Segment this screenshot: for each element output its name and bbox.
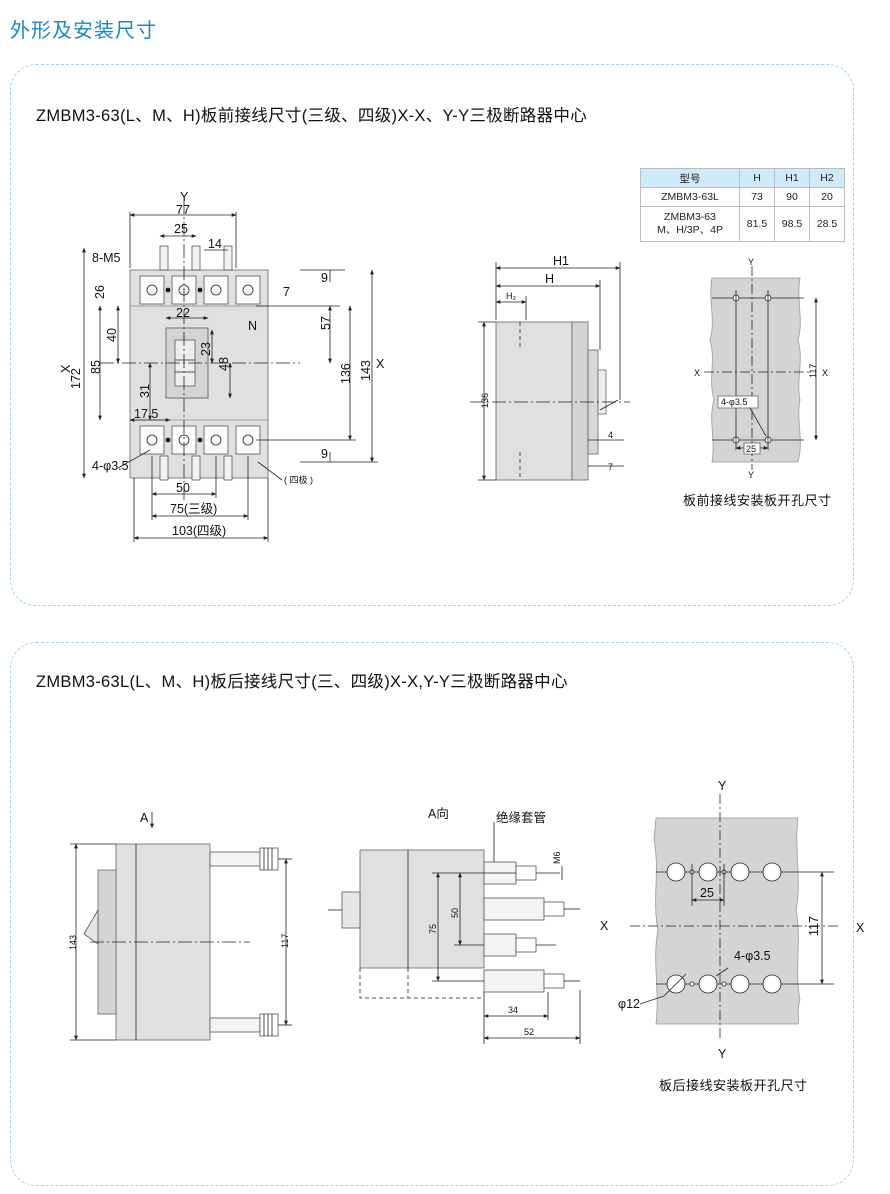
label-panel-x-left: X <box>694 368 700 378</box>
label-d50: 50 <box>176 481 190 495</box>
label-d175: 17.5 <box>134 407 158 421</box>
label-a-view: A向 <box>428 806 449 821</box>
label-rp-25: 25 <box>700 886 714 900</box>
label-rp-x-right: X <box>856 921 865 935</box>
label-h2: H₂ <box>506 291 516 301</box>
label-rear-143: 143 <box>68 935 78 950</box>
label-d31: 31 <box>138 384 152 398</box>
front-view-drawing <box>82 200 378 542</box>
label-d103: 103(四级) <box>172 524 226 538</box>
label-n: N <box>248 319 257 333</box>
label-y: Y <box>180 190 189 204</box>
label-rp-y-top: Y <box>718 779 727 793</box>
caption-front-panel: 板前接线安装板开孔尺寸 <box>683 493 832 508</box>
rear-side-view-labels: A 143 117 <box>68 811 290 950</box>
label-sleeve: 绝缘套管 <box>496 810 546 825</box>
label-side-136: 136 <box>480 393 490 408</box>
page-title: 外形及安装尺寸 <box>10 20 157 42</box>
label-d40: 40 <box>105 328 119 342</box>
table-cell-model-line: ZMBM3-63 <box>664 211 716 223</box>
front-view-labels: Y 77 25 14 8-M5 9 7 26 22 N 57 40 23 48 … <box>59 190 385 538</box>
label-a-52: 52 <box>524 1027 534 1037</box>
label-a-34: 34 <box>508 1005 518 1015</box>
label-d26: 26 <box>93 285 107 299</box>
section-title-front-wiring: ZMBM3-63(L、M、H)板前接线尺寸(三级、四级)X-X、Y-Y三极断路器… <box>36 107 588 125</box>
label-panel-25: 25 <box>746 444 756 454</box>
label-w14: 14 <box>208 237 222 251</box>
label-a-50: 50 <box>450 908 460 918</box>
label-x-left: X <box>59 364 73 373</box>
label-a: A <box>140 811 149 825</box>
label-rp-x-left: X <box>600 919 609 933</box>
label-h1: H1 <box>553 254 569 268</box>
section-panel-rear-wiring <box>10 642 854 1186</box>
label-rp-117: 117 <box>807 916 821 936</box>
label-d22: 22 <box>176 306 190 320</box>
label-rear-117: 117 <box>280 934 290 948</box>
caption-rear-panel: 板后接线安装板开孔尺寸 <box>659 1078 808 1093</box>
section-panel-front-wiring <box>10 64 854 606</box>
rear-side-view-drawing <box>70 812 292 1041</box>
front-mounting-panel-drawing <box>704 266 818 470</box>
side-view-drawing <box>470 262 630 481</box>
table-cell-model-line: M、H/3P、4P <box>657 224 723 236</box>
label-m5: 8-M5 <box>92 251 121 265</box>
a-view-studs <box>483 861 580 993</box>
label-rp-phi12: φ12 <box>618 997 640 1011</box>
table-header: H2 <box>809 168 845 188</box>
label-x-right: X <box>376 357 385 371</box>
table-row: ZMBM3-63L 73 90 20 <box>640 187 845 207</box>
label-panel-y-bottom: Y <box>748 470 754 480</box>
label-four-pole: ( 四极 ) <box>284 474 313 485</box>
a-view-drawing <box>328 822 581 1044</box>
label-w25: 25 <box>174 222 188 236</box>
label-hole: 4-φ3.5 <box>92 459 129 473</box>
label-d172: 172 <box>69 368 83 389</box>
label-w77: 77 <box>176 203 190 217</box>
label-panel-x-right: X <box>822 368 828 378</box>
label-d48: 48 <box>217 357 231 371</box>
table-cell-h: 81.5 <box>739 206 775 242</box>
label-panel-117: 117 <box>808 364 818 378</box>
front-mounting-panel-labels: Y Y X X 117 4-φ3.5 25 板前接线安装板开孔尺寸 <box>683 257 832 508</box>
label-m6: M6 <box>552 851 562 864</box>
label-side-7: 7 <box>608 462 613 472</box>
label-rp-y-bottom: Y <box>718 1047 727 1061</box>
rear-studs-top <box>209 847 292 871</box>
label-d136: 136 <box>339 363 353 384</box>
label-panel-hole: 4-φ3.5 <box>721 397 747 407</box>
label-d9a: 9 <box>321 271 328 285</box>
label-d23: 23 <box>199 342 213 356</box>
table-cell-h2: 28.5 <box>809 206 845 242</box>
label-d75: 75(三级) <box>170 502 217 516</box>
label-d9b: 9 <box>321 447 328 461</box>
label-panel-y-top: Y <box>748 257 754 267</box>
section-title-rear-wiring: ZMBM3-63L(L、M、H)板后接线尺寸(三、四级)X-X,Y-Y三极断路器… <box>36 673 568 691</box>
label-d57: 57 <box>319 316 333 330</box>
label-h: H <box>545 272 554 286</box>
rear-mounting-panel-labels: Y Y X X 25 117 4-φ3.5 φ12 板后接线安装板开孔尺寸 <box>600 779 865 1093</box>
label-rp-hole: 4-φ3.5 <box>734 949 771 963</box>
rear-studs-bottom <box>209 1013 292 1037</box>
label-d143: 143 <box>359 360 373 381</box>
side-view-labels: H1 H H₂ 136 4 7 <box>480 254 613 472</box>
label-d85: 85 <box>89 360 103 374</box>
label-side-4: 4 <box>608 430 613 440</box>
label-d7: 7 <box>283 285 290 299</box>
label-a-75: 75 <box>428 924 438 934</box>
a-view-labels: A向 绝缘套管 M6 75 50 34 52 <box>428 806 562 1037</box>
rear-mounting-panel-drawing <box>630 794 840 1040</box>
